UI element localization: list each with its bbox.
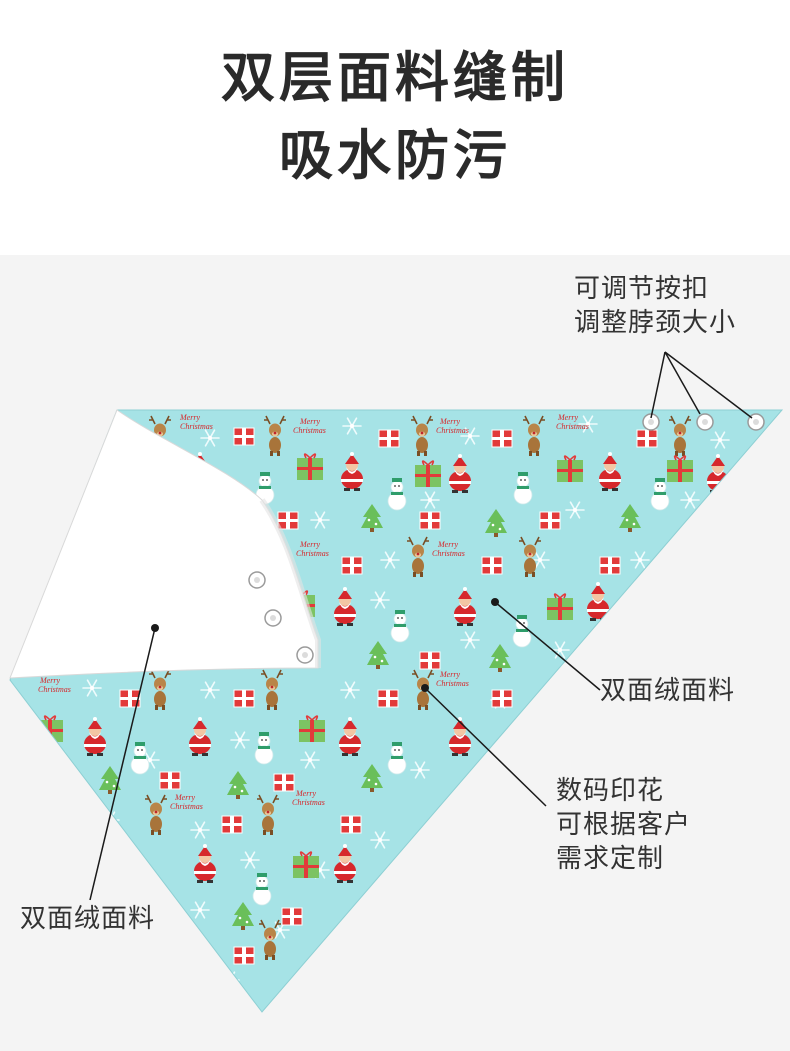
callout-snap-buttons: 可调节按扣 调整脖颈大小 <box>574 272 736 340</box>
svg-text:Merry: Merry <box>439 670 460 679</box>
svg-text:Merry: Merry <box>295 789 316 798</box>
callout-digital-print-line-2: 可根据客户 <box>556 810 692 840</box>
svg-text:Christmas: Christmas <box>38 685 71 694</box>
svg-text:Merry: Merry <box>557 413 578 422</box>
svg-text:Christmas: Christmas <box>436 679 469 688</box>
callout-digital-print-line-3: 需求定制 <box>556 844 665 874</box>
svg-text:Merry: Merry <box>439 417 460 426</box>
callout-fabric-right: 双面绒面料 <box>600 676 736 706</box>
svg-text:Christmas: Christmas <box>293 426 326 435</box>
headline-line-2: 吸水防污 <box>279 124 511 187</box>
callout-fabric-left: 双面绒面料 <box>20 904 156 934</box>
callout-lines <box>89 351 753 901</box>
callout-dots <box>151 598 499 692</box>
svg-text:Christmas: Christmas <box>436 426 469 435</box>
header-area <box>0 0 790 255</box>
svg-text:Christmas: Christmas <box>296 549 329 558</box>
svg-text:Christmas: Christmas <box>556 422 589 431</box>
svg-text:Merry: Merry <box>179 413 200 422</box>
callout-snap-buttons-line-1: 可调节按扣 <box>574 274 710 304</box>
headline-line-1: 双层面料缝制 <box>221 46 569 109</box>
callout-snap-buttons-line-2: 调整脖颈大小 <box>574 308 737 338</box>
svg-text:Merry: Merry <box>299 540 320 549</box>
svg-text:Christmas: Christmas <box>292 798 325 807</box>
svg-text:Merry: Merry <box>174 793 195 802</box>
white-backing <box>9 409 321 679</box>
svg-text:Christmas: Christmas <box>170 802 203 811</box>
svg-text:Merry: Merry <box>299 417 320 426</box>
svg-text:Christmas: Christmas <box>180 422 213 431</box>
svg-text:Merry: Merry <box>437 540 458 549</box>
callout-digital-print: 数码印花 可根据客户 需求定制 <box>556 774 691 876</box>
svg-text:Merry: Merry <box>39 676 60 685</box>
svg-text:Christmas: Christmas <box>432 549 465 558</box>
callout-digital-print-line-1: 数码印花 <box>556 776 665 806</box>
